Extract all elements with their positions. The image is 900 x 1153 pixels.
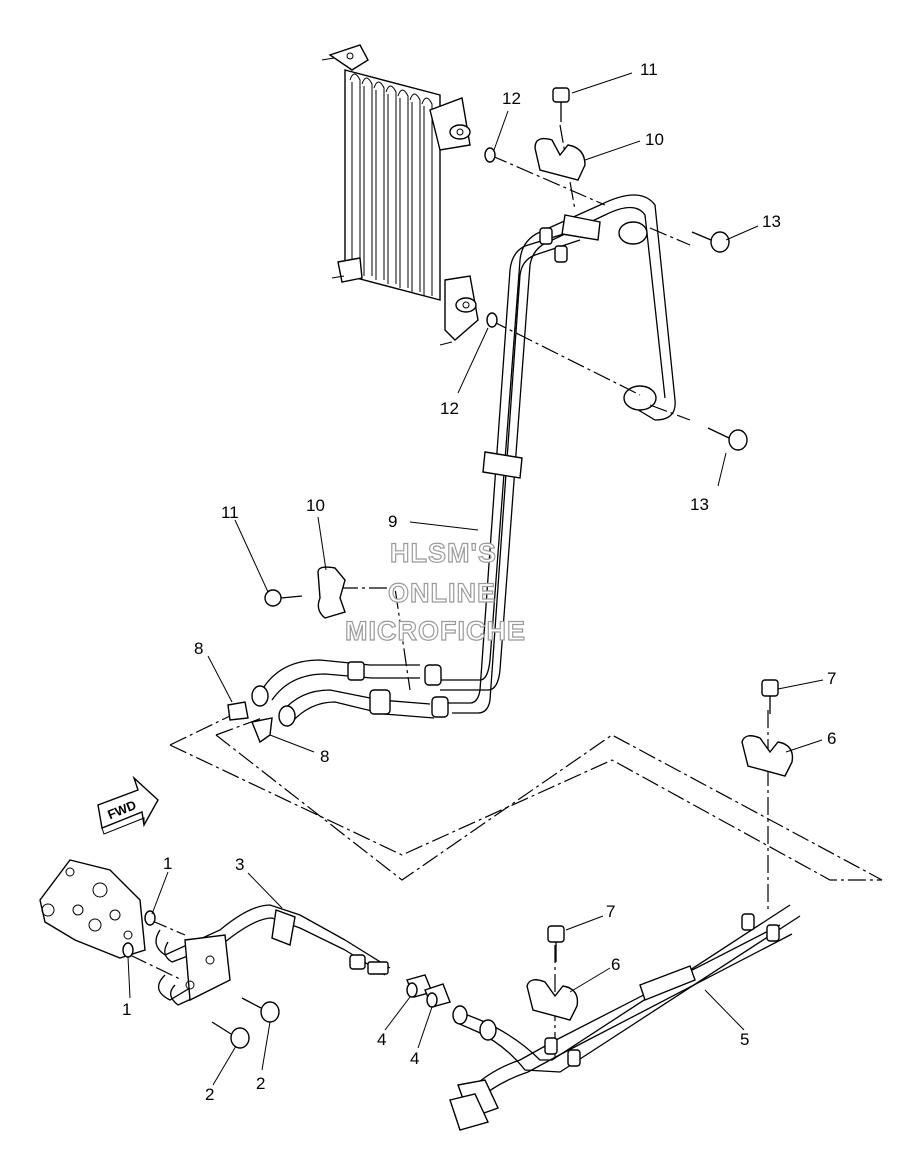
bolt-2-right[interactable] — [241, 997, 280, 1023]
watermark-line-2: ONLINE — [388, 578, 496, 608]
clamp-10-lower[interactable] — [317, 566, 346, 619]
bolt-7-lower[interactable] — [547, 925, 565, 962]
bolt-11-lower[interactable] — [264, 589, 303, 607]
fitting-8-upper[interactable] — [227, 701, 249, 721]
callout-1-lower: 1 — [122, 1000, 131, 1019]
callout-8-lower: 8 — [320, 747, 329, 766]
callout-9: 9 — [388, 512, 397, 531]
oil-hose-3[interactable] — [155, 904, 391, 1006]
upper-hose-set[interactable] — [251, 659, 435, 727]
leader-lines — [127, 72, 824, 1086]
oil-cooler-pipe-assembly[interactable] — [424, 194, 676, 718]
bolt-13-lower[interactable] — [707, 427, 748, 451]
clamp-10-upper[interactable] — [534, 137, 586, 181]
callout-13-lower: 13 — [690, 495, 709, 514]
callout-8-upper: 8 — [194, 639, 203, 658]
o-ring-1-lower[interactable] — [122, 942, 134, 958]
callout-10-upper: 10 — [645, 130, 664, 149]
callout-4-right: 4 — [410, 1049, 419, 1068]
clamp-6-lower[interactable] — [526, 979, 579, 1021]
callout-1-upper: 1 — [163, 854, 172, 873]
callout-6-upper: 6 — [827, 729, 836, 748]
callout-10-lower: 10 — [306, 496, 325, 515]
callout-5: 5 — [740, 1030, 749, 1049]
callout-2-left: 2 — [205, 1085, 214, 1104]
callout-12-upper: 12 — [502, 89, 521, 108]
callout-3: 3 — [235, 855, 244, 874]
o-ring-1-upper[interactable] — [144, 910, 156, 926]
bolt-2-left[interactable] — [211, 1021, 250, 1049]
oil-pipe-5[interactable] — [449, 904, 801, 1131]
oil-cooler[interactable] — [321, 44, 479, 346]
watermark-line-1: HLSM'S — [390, 538, 497, 568]
o-ring-12-lower[interactable] — [486, 312, 498, 328]
callout-11-upper: 11 — [640, 60, 658, 79]
callout-12-lower: 12 — [440, 399, 459, 418]
callout-4-left: 4 — [377, 1030, 386, 1049]
callout-11-lower: 11 — [221, 503, 239, 522]
watermark-line-3: MICROFICHE — [345, 616, 526, 646]
callout-2-right: 2 — [256, 1074, 265, 1093]
callout-labels: 11 12 10 13 12 13 9 10 11 8 8 7 6 1 3 1 … — [122, 60, 836, 1104]
bolt-13-upper[interactable] — [691, 231, 730, 253]
engine-mount-bracket[interactable] — [39, 859, 146, 959]
fitting-8-lower[interactable] — [251, 717, 273, 744]
o-ring-12-upper[interactable] — [484, 147, 496, 163]
callout-7-upper: 7 — [827, 669, 836, 688]
callout-6-lower: 6 — [611, 955, 620, 974]
clamp-6-upper[interactable] — [741, 735, 794, 777]
union-bolts-4[interactable] — [406, 974, 451, 1008]
bolt-11-upper[interactable] — [552, 87, 570, 122]
callout-7-lower: 7 — [606, 902, 615, 921]
callout-13-upper: 13 — [762, 212, 781, 231]
forward-direction-arrow-icon: FWD — [97, 775, 159, 835]
watermark: HLSM'S ONLINE MICROFICHE — [344, 537, 526, 646]
bolt-7-upper[interactable] — [761, 679, 779, 714]
